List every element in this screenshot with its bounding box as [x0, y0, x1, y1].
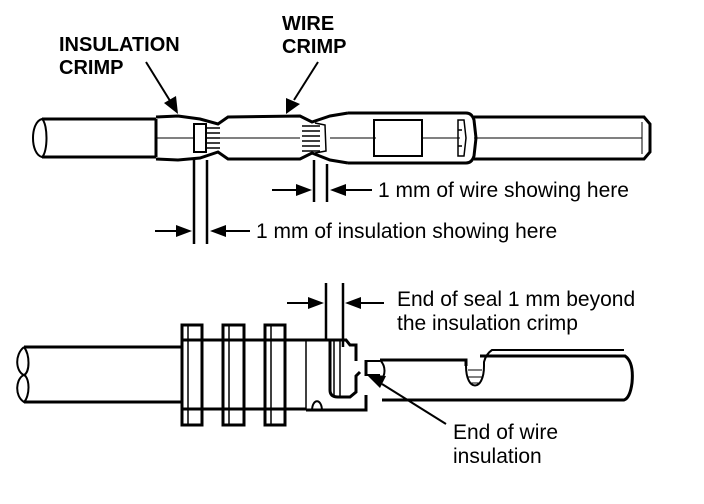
bottom-terminal-assembly — [16, 323, 634, 427]
wire-crimp-arrow — [286, 61, 319, 114]
insulation-crimp-arrow — [145, 61, 178, 114]
wire-insulation-end-label-line1: End of wire — [453, 421, 558, 444]
wire-crimp-label-line1: WIRE — [282, 13, 334, 35]
seal-dimension — [287, 283, 384, 347]
wire-insulation-end-label-line2: insulation — [453, 445, 542, 468]
top-wire-cable — [32, 117, 156, 159]
insulation-showing-label: 1 mm of insulation showing here — [256, 220, 557, 243]
wire-showing-dimension — [272, 160, 372, 202]
insulation-showing-dimension — [155, 160, 250, 244]
seal-end-label-line1: End of seal 1 mm beyond — [397, 288, 635, 311]
insulation-crimp-label-line1: INSULATION — [59, 34, 180, 56]
wire-crimp-barrel — [302, 122, 376, 154]
wire-showing-label: 1 mm of wire showing here — [378, 179, 629, 202]
wire-insulation-arrow — [366, 374, 447, 425]
insulation-crimp-label-line2: CRIMP — [59, 57, 123, 79]
seal — [180, 323, 330, 427]
bottom-wire-cable — [16, 345, 182, 404]
terminal-barrel — [306, 338, 634, 412]
insulation-crimp-barrel — [154, 111, 349, 165]
wire-crimp-label-line2: CRIMP — [282, 36, 346, 58]
top-terminal-assembly — [32, 111, 652, 165]
seal-end-label-line2: the insulation crimp — [397, 312, 578, 335]
terminal-body — [348, 111, 652, 165]
